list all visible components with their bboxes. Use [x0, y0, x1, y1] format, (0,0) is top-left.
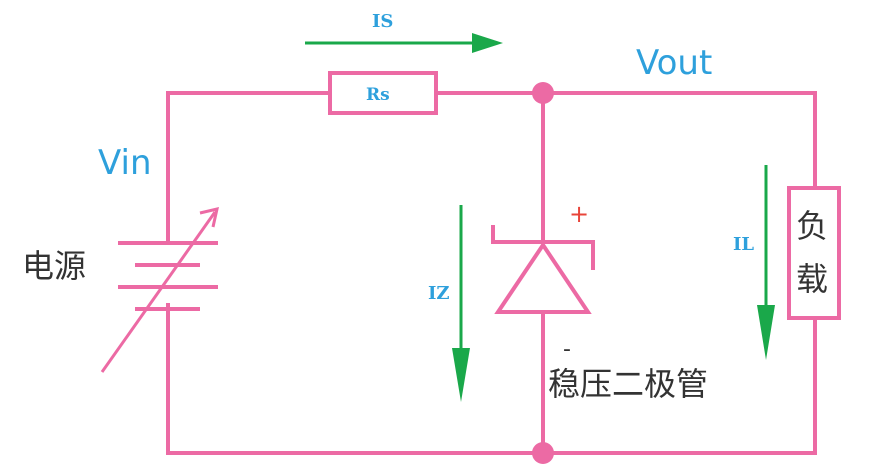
label-power-source: 电源	[22, 247, 86, 285]
power-source-symbol	[100, 206, 219, 373]
label-il: IL	[733, 234, 754, 255]
label-load-line2: 载	[796, 260, 828, 298]
junction-bottom	[532, 442, 554, 464]
label-vout: Vout	[636, 43, 712, 83]
label-minus: -	[563, 337, 571, 362]
load-box	[787, 186, 841, 320]
label-is: IS	[372, 11, 393, 32]
label-vin: Vin	[98, 143, 152, 183]
junction-top	[532, 82, 554, 104]
arrow-is-head	[472, 33, 503, 53]
arrow-iz-head	[452, 348, 470, 402]
label-iz: IZ	[428, 283, 450, 304]
label-load-line1: 负	[796, 207, 828, 245]
arrow-il-head	[757, 305, 775, 360]
zener-diode-symbol	[491, 225, 595, 314]
label-rs: Rs	[366, 85, 390, 105]
label-zener-diode: 稳压二极管	[548, 365, 708, 403]
resistor-rs	[328, 71, 438, 115]
label-plus: +	[569, 200, 589, 228]
